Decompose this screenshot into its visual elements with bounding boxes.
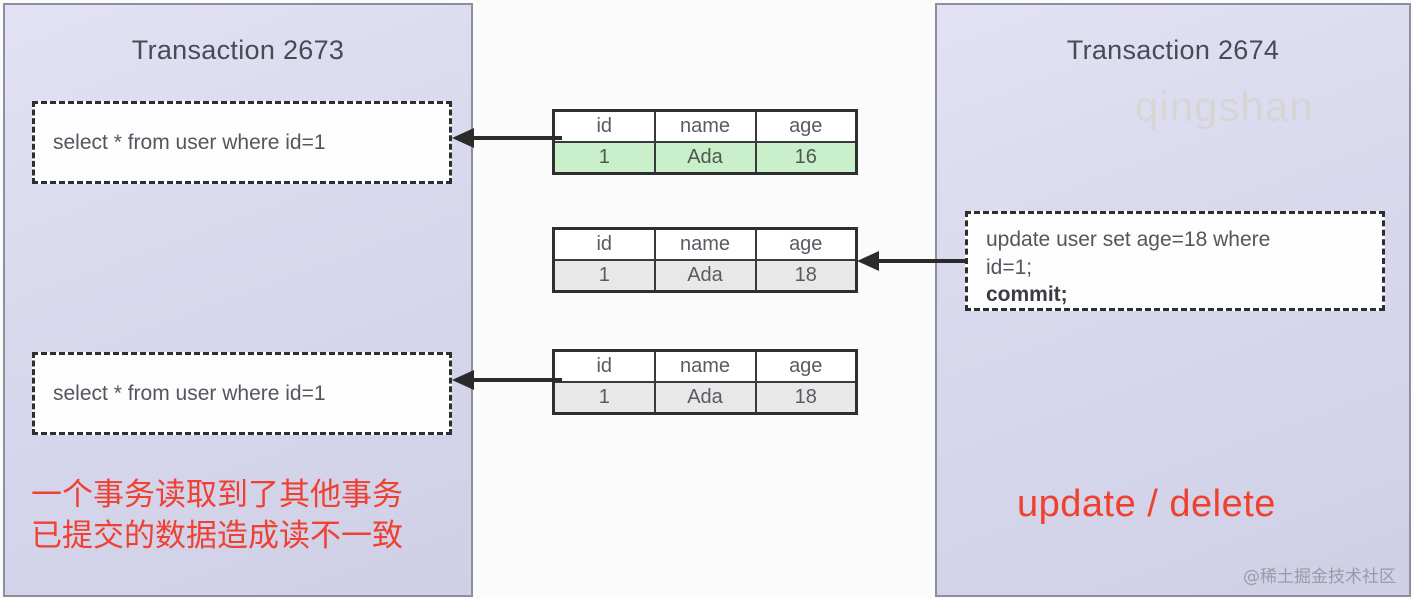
table-cell-id: 1: [552, 141, 656, 175]
table-cell-age: 16: [754, 141, 858, 175]
table-row: id name age: [552, 227, 858, 261]
inconsistency-note: 一个事务读取到了其他事务 已提交的数据造成读不一致: [31, 475, 461, 557]
table-cell-age: 18: [754, 381, 858, 415]
table-cell-id: 1: [552, 259, 656, 293]
table-header-age: age: [754, 349, 858, 383]
table-header-id: id: [552, 227, 656, 261]
watermark-community: @稀土掘金技术社区: [1243, 567, 1396, 587]
sql-text-update-line-2: id=1;: [986, 255, 1033, 279]
sql-box-select-first: select * from user where id=1: [32, 101, 452, 184]
sql-box-update: update user set age=18 where id=1; commi…: [965, 211, 1385, 311]
transaction-panel-left: Transaction 2673 select * from user wher…: [3, 3, 473, 597]
result-table-1: id name age 1 Ada 16: [552, 109, 858, 175]
table-cell-id: 1: [552, 381, 656, 415]
table-cell-age: 18: [754, 259, 858, 293]
result-table-2: id name age 1 Ada 18: [552, 227, 858, 293]
table-cell-name: Ada: [653, 259, 757, 293]
table-header-id: id: [552, 109, 656, 143]
table-row: id name age: [552, 349, 858, 383]
sql-text-update-line-1: update user set age=18 where: [986, 228, 1271, 251]
table-header-name: name: [653, 349, 757, 383]
table-header-age: age: [754, 109, 858, 143]
panel-title-left: Transaction 2673: [131, 35, 345, 65]
transaction-panel-right: Transaction 2674 qingshan update user se…: [935, 3, 1411, 597]
table-header-name: name: [653, 227, 757, 261]
table-cell-name: Ada: [653, 141, 757, 175]
table-header-age: age: [754, 227, 858, 261]
update-delete-caption: update / delete: [1017, 483, 1276, 525]
table-header-id: id: [552, 349, 656, 383]
table-row: 1 Ada 16: [552, 141, 858, 175]
sql-text-commit: commit;: [986, 283, 1068, 307]
table-row: id name age: [552, 109, 858, 143]
sql-text-select-second: select * from user where id=1: [53, 381, 326, 405]
table-header-name: name: [653, 109, 757, 143]
result-table-3: id name age 1 Ada 18: [552, 349, 858, 415]
sql-text-select-first: select * from user where id=1: [53, 130, 326, 154]
table-row: 1 Ada 18: [552, 259, 858, 293]
table-cell-name: Ada: [653, 381, 757, 415]
inconsistency-note-line-2: 已提交的数据造成读不一致: [31, 517, 403, 554]
watermark-qingshan: qingshan: [1135, 83, 1314, 130]
inconsistency-note-line-1: 一个事务读取到了其他事务: [31, 477, 403, 513]
panel-title-right: Transaction 2674: [1066, 35, 1280, 65]
sql-box-select-second: select * from user where id=1: [32, 352, 452, 435]
table-row: 1 Ada 18: [552, 381, 858, 415]
